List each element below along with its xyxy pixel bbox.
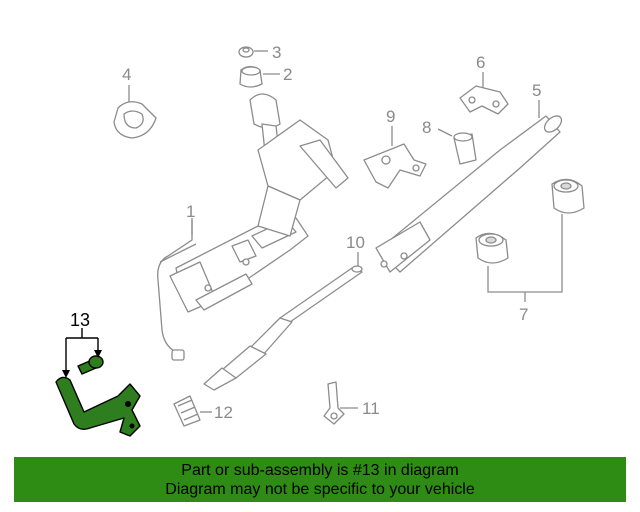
part-13-bolt	[77, 355, 104, 375]
part-6-clamp	[459, 85, 509, 115]
callout-8: 8	[422, 118, 431, 137]
part-7-bushing-a	[551, 178, 585, 214]
part-4-boot	[113, 101, 157, 139]
leader-13-arrow-right	[94, 350, 102, 358]
callout-12: 12	[214, 403, 233, 422]
part-13-bracket	[55, 376, 141, 437]
leader-8	[437, 128, 453, 137]
callout-4: 4	[122, 65, 131, 84]
callout-5: 5	[532, 81, 541, 100]
callout-1: 1	[186, 202, 195, 221]
part-12-spring	[173, 395, 201, 427]
wire-harness	[157, 218, 193, 353]
part-11-lever	[323, 381, 345, 425]
part-3-nut	[238, 46, 254, 58]
part-7-bushing-b	[475, 232, 509, 264]
callout-3: 3	[272, 43, 281, 62]
parts-diagram: 3 2 4 1 9 8	[55, 43, 585, 437]
harness-connector	[171, 349, 185, 361]
part-2-cap	[239, 65, 263, 88]
leader-13-arrow-left	[62, 370, 70, 378]
wire-harness-2	[159, 243, 197, 263]
banner-line-1: Part or sub-assembly is #13 in diagram	[181, 461, 459, 479]
callout-13: 13	[70, 310, 90, 330]
part-9-bracket	[363, 143, 427, 189]
callout-11: 11	[362, 399, 380, 418]
callout-7: 7	[519, 305, 528, 324]
callout-10: 10	[346, 233, 365, 252]
callout-9: 9	[386, 107, 395, 126]
part-5-column-tube	[375, 115, 563, 273]
part-8-bushing	[453, 132, 477, 165]
part-1-column-body	[169, 93, 349, 313]
banner-line-2: Diagram may not be specific to your vehi…	[165, 480, 475, 498]
info-banner: Part or sub-assembly is #13 in diagram D…	[14, 457, 626, 502]
part-10-shaft	[203, 265, 363, 391]
callout-6: 6	[476, 53, 485, 72]
callout-2: 2	[283, 65, 292, 84]
